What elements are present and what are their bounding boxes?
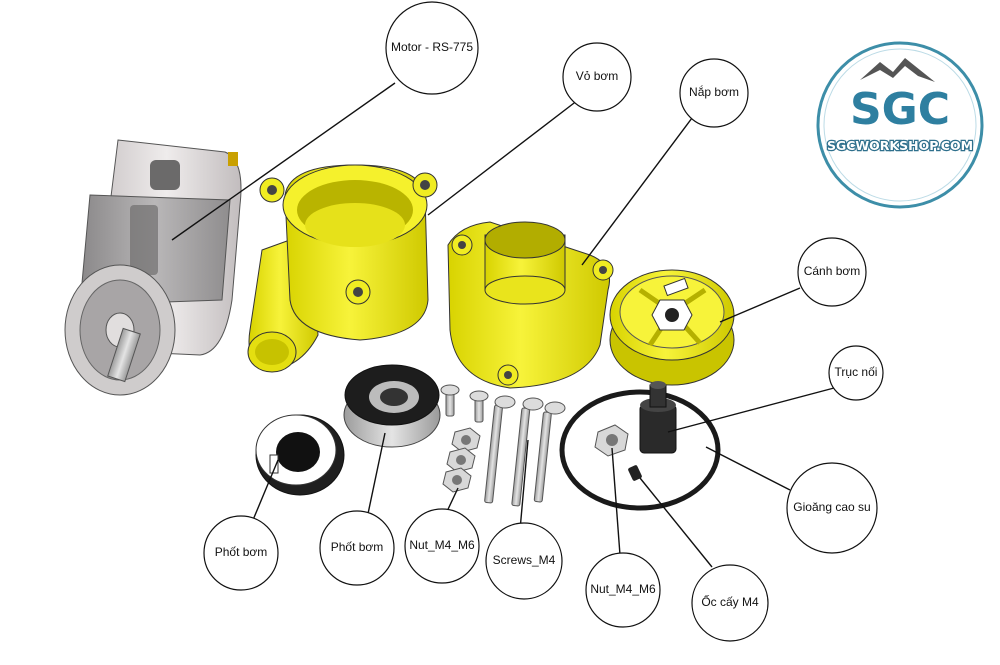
label-shaft-coupler-text: Trục nối [835,365,878,379]
pump-seal-mid-part [343,364,441,448]
label-impeller: Cánh bơm [797,237,867,307]
label-pump-seal-mid: Phốt bơm [319,510,395,586]
label-set-screw-text: Ốc cấy M4 [701,594,759,609]
leader-set-screw [639,477,713,568]
nut-left-part [442,427,481,493]
label-pump-cover: Nắp bơm [679,58,749,128]
label-set-screw: Ốc cấy M4 [691,564,769,642]
rubber-gasket-part [559,389,721,511]
leader-rubber-gasket [705,446,791,491]
label-screws-text: Screws_M4 [493,553,556,567]
label-pump-seal-left-text: Phốt bơm [215,545,268,559]
pump-cover-part [447,221,614,389]
leader-screws [519,439,529,531]
label-pump-seal-left: Phốt bơm [203,515,279,591]
label-nut-right: Nut_M4_M6 [585,552,661,628]
label-rubber-gasket: Gioăng cao su [786,462,878,554]
mountain-icon [860,58,935,82]
set-screw-part [628,465,642,481]
label-motor-text: Motor - RS-775 [391,40,473,54]
label-nut-right-text: Nut_M4_M6 [590,582,656,596]
label-rubber-gasket-text: Gioăng cao su [793,500,870,514]
label-pump-seal-mid-text: Phốt bơm [331,540,384,554]
leader-shaft-coupler [667,387,835,433]
label-shaft-coupler: Trục nối [828,345,884,401]
label-pump-housing-text: Vỏ bơm [576,69,619,83]
label-nut-left: Nut_M4_M6 [404,508,480,584]
logo-subtitle: SGCWORKSHOP.COM [827,138,973,153]
logo-title: SGC [850,84,950,135]
label-pump-housing: Vỏ bơm [562,42,632,112]
shaft-coupler-part [639,381,677,454]
pump-housing-part [247,164,438,373]
pump-seal-left-part [255,414,345,496]
sgc-logo: SGC SGCWORKSHOP.COM [816,41,984,209]
motor-part [64,139,242,396]
leader-nut-right [611,447,621,556]
leader-impeller [719,287,801,323]
label-nut-left-text: Nut_M4_M6 [409,538,475,552]
label-pump-cover-text: Nắp bơm [689,84,739,99]
label-screws: Screws_M4 [485,522,563,600]
label-impeller-text: Cánh bơm [804,264,861,278]
leader-pump-cover [581,109,699,266]
leader-motor [171,82,396,241]
leader-pump-housing [427,99,579,216]
screws-part [440,384,566,507]
impeller-part [609,269,735,386]
nut-right-part [594,424,629,457]
label-motor: Motor - RS-775 [385,1,479,95]
